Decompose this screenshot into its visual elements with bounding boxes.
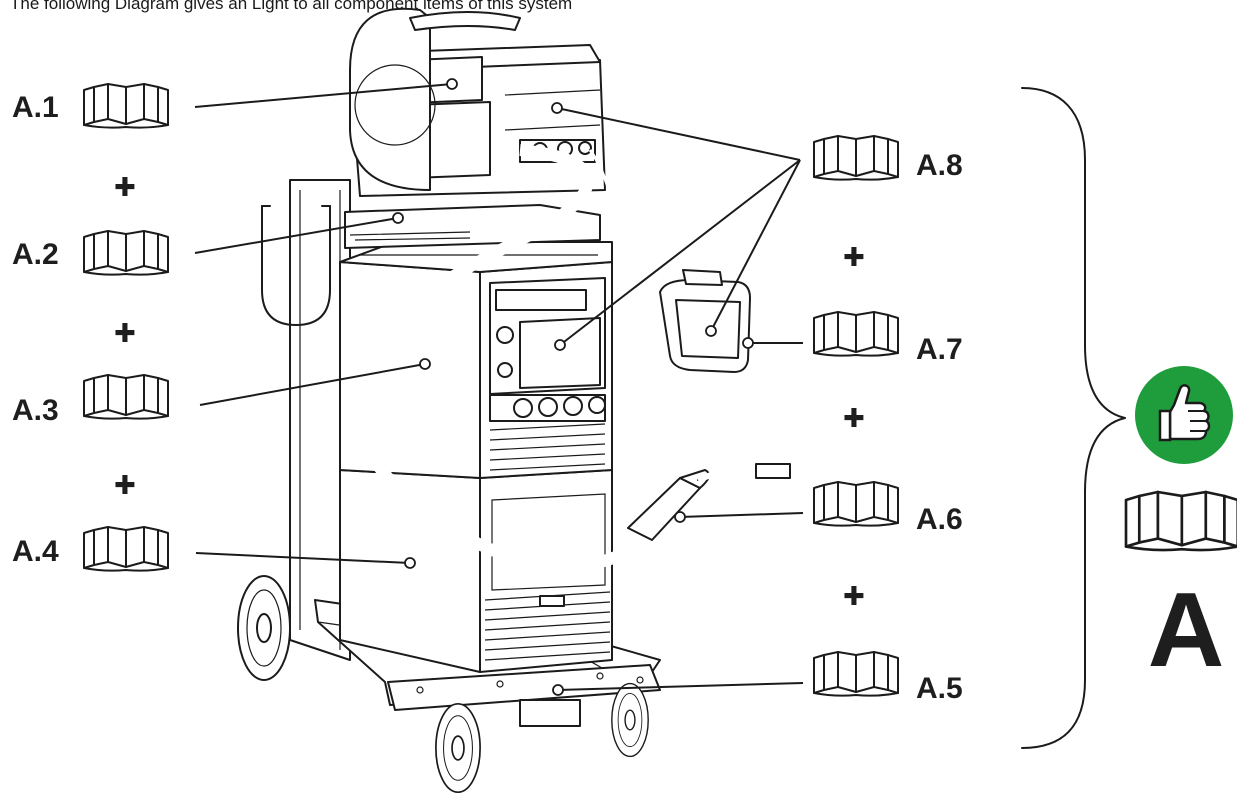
label-a3: A.3 (12, 394, 59, 427)
manual-icon (1124, 490, 1237, 552)
item-a4: A.4 (12, 526, 169, 572)
manual-icon (813, 135, 899, 181)
label-a2: A.2 (12, 238, 59, 271)
approval-badge (1135, 366, 1233, 464)
manual-icon (83, 230, 169, 276)
item-a2: A.2 (12, 230, 169, 276)
plus-icon: ✚ (114, 471, 136, 501)
callout-dots (392, 78, 754, 696)
item-a6: A.6 (813, 481, 963, 536)
summary-letter: A (1148, 571, 1225, 689)
front-wheel (611, 682, 649, 758)
item-a5: A.5 (813, 651, 963, 705)
manual-icon (83, 83, 169, 129)
label-a1: A.1 (12, 91, 59, 124)
manual-icon (83, 526, 169, 572)
label-a4: A.4 (12, 535, 59, 568)
rear-wheel (237, 575, 291, 681)
item-a1: A.1 (12, 83, 169, 129)
plus-icon: ✚ (843, 404, 865, 434)
remote-control (659, 269, 751, 373)
manual-icon (813, 311, 899, 357)
manual-icon (813, 651, 899, 697)
caption-text: The following Diagram gives an Light to … (10, 0, 573, 13)
plus-icon: ✚ (843, 582, 865, 612)
thumbs-up-icon (1158, 384, 1211, 442)
manual-icon (83, 374, 169, 420)
grouping-brace (1021, 87, 1126, 749)
label-a8: A.8 (916, 149, 963, 182)
welding-system-illustration (237, 7, 791, 794)
welding-torch (627, 463, 791, 541)
plus-icon: ✚ (843, 243, 865, 273)
plus-icon: ✚ (114, 319, 136, 349)
item-a8: A.8 (813, 135, 963, 182)
front-wheel (435, 702, 481, 794)
manual-icon (813, 481, 899, 527)
item-a7: A.7 (813, 311, 963, 366)
plus-icon: ✚ (114, 173, 136, 203)
label-a6: A.6 (916, 503, 963, 536)
label-a7: A.7 (916, 333, 963, 366)
item-a3: A.3 (12, 374, 169, 427)
label-a5: A.5 (916, 672, 963, 705)
leader-lines (194, 83, 804, 691)
